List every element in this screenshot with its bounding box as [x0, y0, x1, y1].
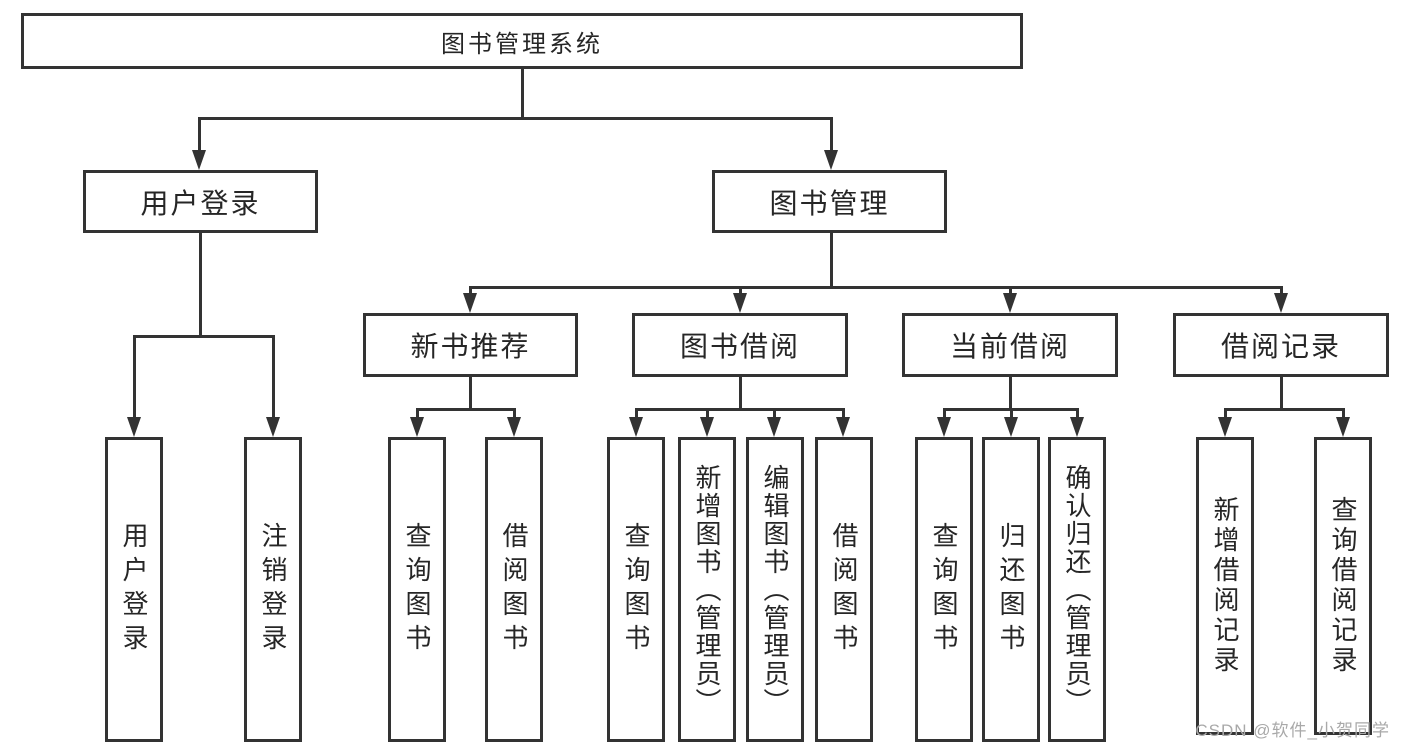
arrow-down-icon [767, 417, 781, 437]
node-book-borrow-label: 图书借阅 [679, 331, 800, 362]
node-root: 图书管理系统 [21, 13, 1023, 69]
leaf-br-add-record-label: 新增借阅记录 [1210, 496, 1240, 676]
connector-line [1223, 407, 1345, 411]
connector-line [1341, 409, 1345, 419]
node-borrow-records: 借阅记录 [1173, 313, 1389, 377]
connector-line [468, 285, 1283, 289]
leaf-cb-query-books-label: 查询图书 [929, 521, 959, 658]
node-current-borrow: 当前借阅 [902, 313, 1118, 377]
leaf-nb-borrow-books: 借阅图书 [485, 437, 543, 742]
arrow-down-icon [463, 293, 477, 313]
connector-line [1008, 377, 1012, 409]
connector-line [197, 118, 201, 152]
arrow-down-icon [1004, 417, 1018, 437]
leaf-logout-label: 注销登录 [258, 521, 288, 658]
connector-line [738, 377, 742, 409]
leaf-bb-query-books: 查询图书 [607, 437, 665, 742]
connector-line [415, 407, 516, 411]
node-user-login-label: 用户登录 [140, 187, 261, 219]
connector-line [468, 377, 472, 409]
connector-line [1279, 287, 1283, 295]
connector-line [1009, 409, 1013, 419]
leaf-cb-query-books: 查询图书 [915, 437, 973, 742]
leaf-cb-confirm-return-label: 确认归还（管理员） [1062, 463, 1092, 716]
leaf-cb-return-books: 归还图书 [982, 437, 1040, 742]
connector-line [705, 409, 709, 419]
arrow-down-icon [824, 150, 838, 170]
connector-line [634, 407, 845, 411]
leaf-nb-borrow-books-label: 借阅图书 [499, 521, 529, 658]
connector-line [512, 409, 516, 419]
leaf-bb-add-books-label: 新增图书（管理员） [692, 463, 722, 716]
node-book-borrow: 图书借阅 [632, 313, 848, 377]
arrow-down-icon [1336, 417, 1350, 437]
connector-line [271, 336, 275, 419]
arrow-down-icon [629, 417, 643, 437]
leaf-logout: 注销登录 [244, 437, 302, 742]
arrow-down-icon [1070, 417, 1084, 437]
connector-line [468, 287, 472, 295]
node-current-borrow-label: 当前借阅 [949, 331, 1070, 362]
connector-line [1008, 287, 1012, 295]
arrow-down-icon [937, 417, 951, 437]
arrow-down-icon [507, 417, 521, 437]
connector-line [738, 287, 742, 295]
node-user-login: 用户登录 [83, 170, 318, 233]
watermark: CSDN @软件_小贺同学 [1195, 721, 1390, 740]
connector-line [132, 336, 136, 419]
leaf-bb-query-books-label: 查询图书 [621, 521, 651, 658]
arrow-down-icon [410, 417, 424, 437]
arrow-down-icon [266, 417, 280, 437]
arrow-down-icon [733, 293, 747, 313]
connector-line [634, 409, 638, 419]
arrow-down-icon [836, 417, 850, 437]
arrow-down-icon [192, 150, 206, 170]
leaf-bb-borrow-books-label: 借阅图书 [829, 521, 859, 658]
node-root-label: 图书管理系统 [441, 30, 603, 58]
connector-line [1223, 409, 1227, 419]
leaf-br-query-record-label: 查询借阅记录 [1328, 496, 1358, 676]
arrow-down-icon [1274, 293, 1288, 313]
arrow-down-icon [127, 417, 141, 437]
leaf-cb-return-books-label: 归还图书 [996, 521, 1026, 658]
arrow-down-icon [700, 417, 714, 437]
connector-line [772, 409, 776, 419]
leaf-bb-edit-books-label: 编辑图书（管理员） [760, 463, 790, 716]
leaf-br-add-record: 新增借阅记录 [1196, 437, 1254, 735]
connector-line [829, 118, 833, 152]
connector-line [1279, 377, 1283, 409]
node-borrow-records-label: 借阅记录 [1220, 331, 1341, 362]
leaf-bb-borrow-books: 借阅图书 [815, 437, 873, 742]
connector-line [198, 233, 202, 336]
connector-line [942, 409, 946, 419]
leaf-cb-confirm-return: 确认归还（管理员） [1048, 437, 1106, 742]
leaf-user-login: 用户登录 [105, 437, 163, 742]
node-book-management-label: 图书管理 [769, 187, 890, 219]
connector-line [520, 69, 524, 118]
connector-line [415, 409, 419, 419]
leaf-bb-add-books: 新增图书（管理员） [678, 437, 736, 742]
leaf-br-query-record: 查询借阅记录 [1314, 437, 1372, 735]
node-new-book-recommend-label: 新书推荐 [410, 331, 531, 362]
node-new-book-recommend: 新书推荐 [363, 313, 578, 377]
leaf-bb-edit-books: 编辑图书（管理员） [746, 437, 804, 742]
connector-line [132, 334, 275, 338]
arrow-down-icon [1003, 293, 1017, 313]
leaf-nb-query-books-label: 查询图书 [402, 521, 432, 658]
connector-line [1075, 409, 1079, 419]
arrow-down-icon [1218, 417, 1232, 437]
connector-line [841, 409, 845, 419]
leaf-nb-query-books: 查询图书 [388, 437, 446, 742]
connector-line [829, 233, 833, 287]
node-book-management: 图书管理 [712, 170, 947, 233]
leaf-user-login-label: 用户登录 [119, 521, 149, 658]
connector-line [197, 116, 833, 120]
